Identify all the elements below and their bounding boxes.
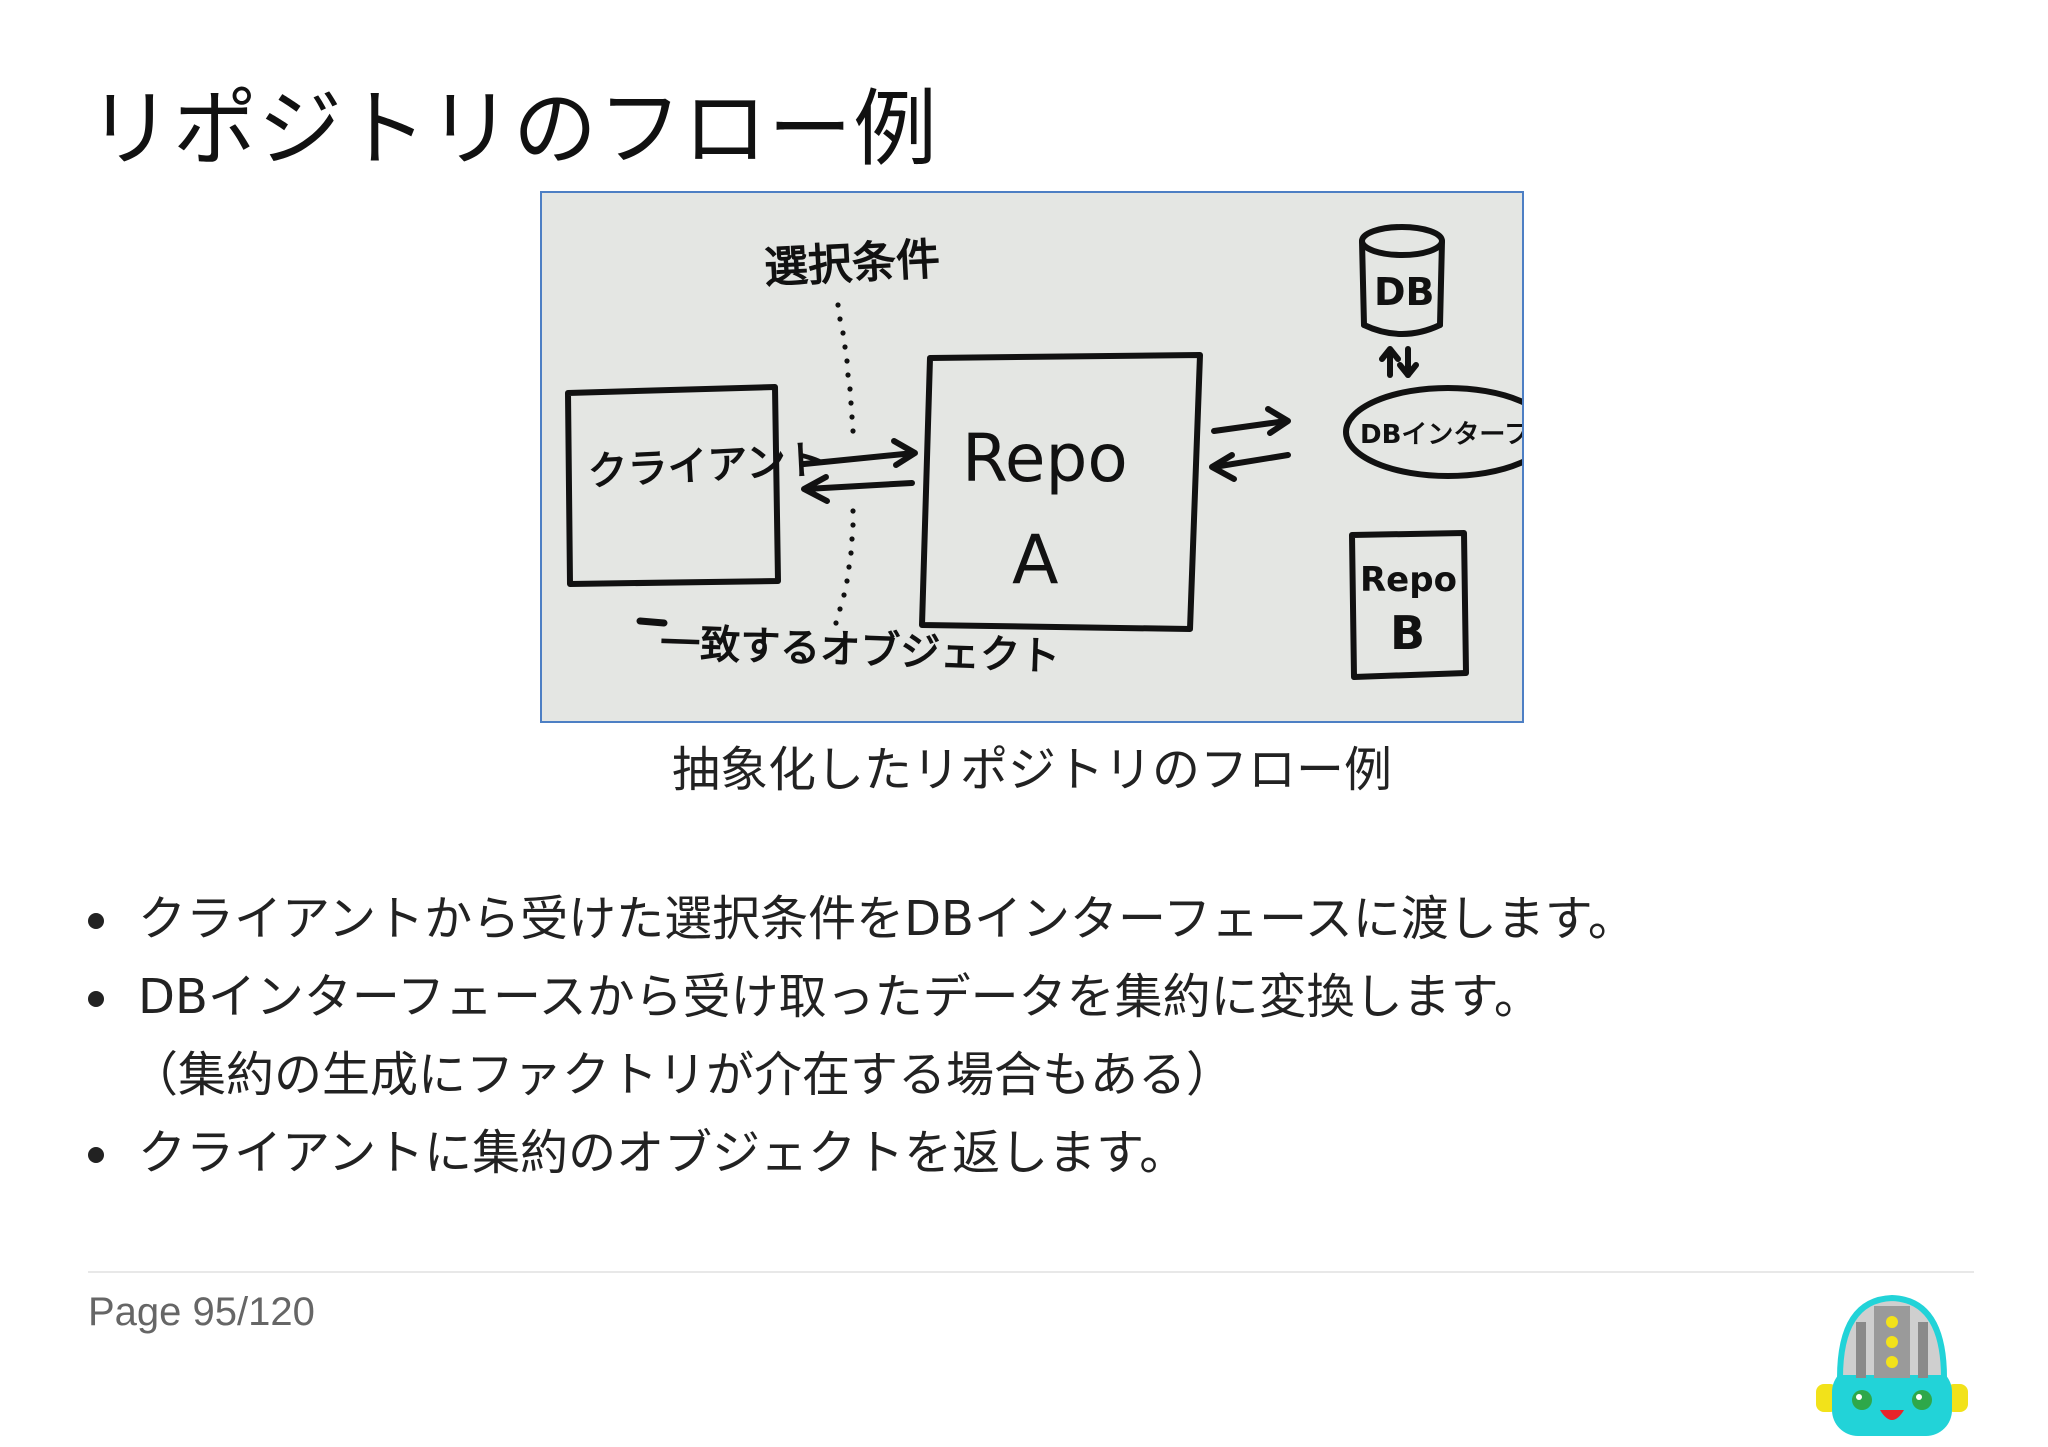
label-db: DB (1374, 270, 1435, 314)
bullet-note: （集約の生成にファクトリが介在する場合もある） (130, 1047, 1235, 1103)
bullet-item: クライアントに集約のオブジェクトを返します。 (88, 1114, 1888, 1192)
arrow-client-to-repo (801, 450, 917, 467)
slide-title: リポジトリのフロー例 (88, 80, 939, 178)
page-number: Page 95/120 (88, 1290, 315, 1334)
label-match: 一致するオブジェクト (659, 620, 1060, 680)
repo-a-box (919, 352, 1203, 632)
bullet-text: クライアントから受けた選択条件をDBインターフェースに渡します。 (138, 891, 1636, 947)
flow-diagram-image: 選択条件 一致するオブジェクト クライアント Repo A DB DBインターフ… (540, 191, 1524, 723)
bullet-text: クライアントに集約のオブジェクトを返します。 (138, 1125, 1188, 1181)
footer-divider (88, 1271, 1974, 1273)
db-cylinder (1359, 224, 1445, 337)
arrow-dbif-to-repo (1211, 452, 1291, 470)
flow-diagram-svg: 選択条件 一致するオブジェクト クライアント Repo A DB DBインターフ… (565, 224, 1522, 680)
repo-b-box (1349, 530, 1469, 680)
arrow-repo-to-client (803, 480, 915, 492)
figure-caption: 抽象化したリポジトリのフロー例 (671, 742, 1392, 798)
bullet-dot-icon (88, 913, 104, 929)
label-repo-b-line1: Repo (1360, 560, 1457, 600)
label-repo-b-line2: B (1390, 606, 1425, 660)
bullet-item: DBインターフェースから受け取ったデータを集約に変換します。 （集約の生成にファ… (88, 958, 1888, 1114)
bullet-text: DBインターフェースから受け取ったデータを集約に変換します。 (138, 969, 1542, 1025)
db-interface-ellipse (1343, 385, 1522, 479)
label-condition: 選択条件 (763, 234, 941, 294)
bullet-dot-icon (88, 991, 104, 1007)
dotted-path (833, 302, 856, 626)
bullet-item: クライアントから受けた選択条件をDBインターフェースに渡します。 (88, 880, 1888, 958)
label-db-interface: DBインターフェース (1360, 420, 1522, 450)
label-repo-a-line2: A (1012, 521, 1059, 600)
bullet-list: クライアントから受けた選択条件をDBインターフェースに渡します。 DBインターフ… (88, 880, 1888, 1192)
arrow-repo-to-dbif (1211, 418, 1289, 434)
label-repo-a-line1: Repo (962, 420, 1128, 497)
bullet-dot-icon (88, 1147, 104, 1163)
robot-mascot-icon (1812, 1292, 1972, 1446)
label-client: クライアント (587, 437, 827, 495)
client-box (565, 384, 781, 587)
